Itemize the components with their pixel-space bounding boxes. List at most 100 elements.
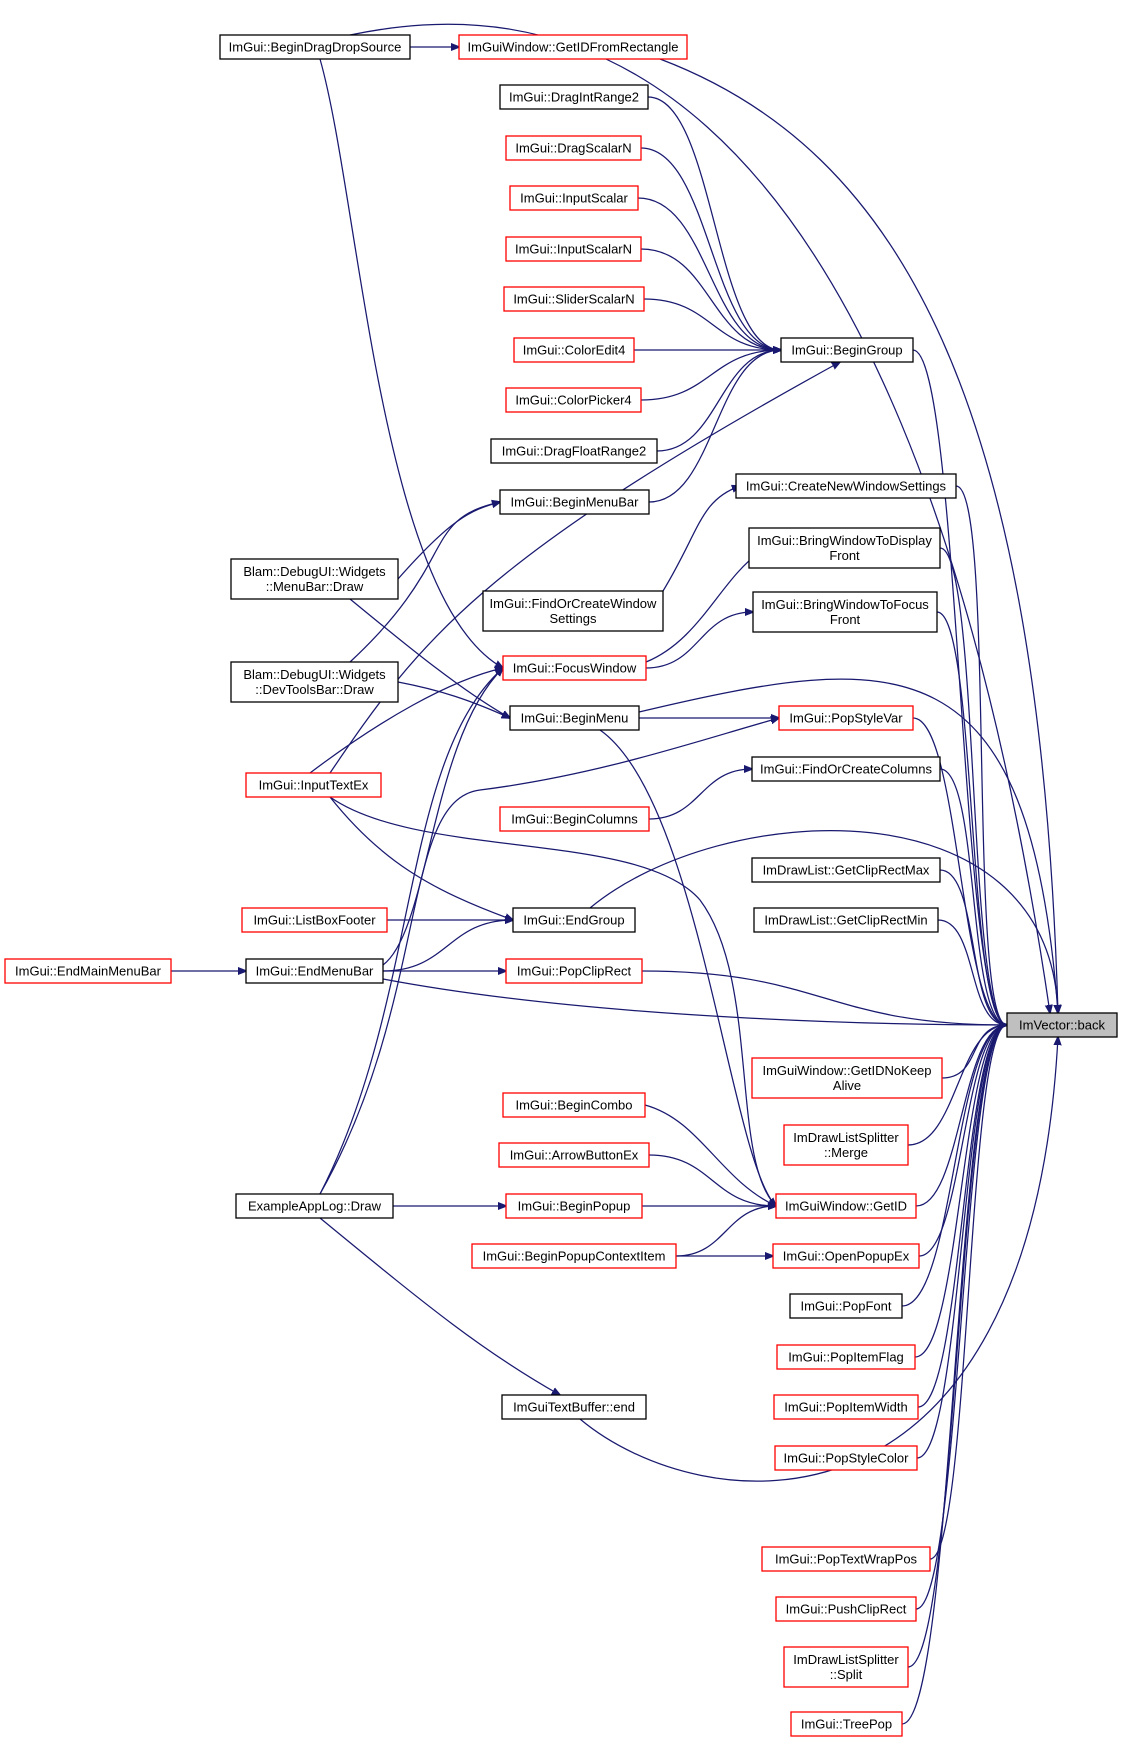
node-box: [509, 705, 640, 731]
node-pif[interactable]: ImGui::PopItemFlag: [776, 1344, 916, 1370]
node-lbf[interactable]: ImGui::ListBoxFooter: [241, 907, 388, 933]
node-bgroup[interactable]: ImGui::BeginGroup: [780, 337, 914, 363]
node-gidfr[interactable]: ImGuiWindow::GetIDFromRectangle: [458, 34, 688, 60]
node-bmb[interactable]: ImGui::BeginMenuBar: [499, 489, 650, 515]
node-label: ImGui::PopClipRect: [517, 964, 632, 979]
node-dtbd[interactable]: Blam::DebugUI::Widgets::DevToolsBar::Dra…: [230, 661, 399, 703]
node-box: [499, 84, 649, 110]
node-label: Front: [829, 548, 860, 563]
node-box: [774, 1445, 918, 1471]
node-label: ImGui::BeginPopupContextItem: [483, 1249, 666, 1264]
edge-bpci-to-wgid: [675, 1206, 776, 1257]
node-piw[interactable]: ImGui::PopItemWidth: [773, 1394, 919, 1420]
node-box: [753, 907, 939, 933]
node-label: ::DevToolsBar::Draw: [255, 682, 374, 697]
node-tbend[interactable]: ImGuiTextBuffer::end: [501, 1394, 647, 1420]
node-emmb[interactable]: ImGui::EndMainMenuBar: [4, 958, 172, 984]
node-cp4[interactable]: ImGui::ColorPicker4: [505, 387, 642, 413]
node-cnws[interactable]: ImGui::CreateNewWindowSettings: [735, 473, 957, 499]
node-label: Blam::DebugUI::Widgets: [243, 667, 386, 682]
node-box: [751, 756, 941, 782]
node-dlss[interactable]: ImDrawListSplitter::Split: [783, 1646, 909, 1688]
node-bmenu[interactable]: ImGui::BeginMenu: [509, 705, 640, 731]
node-label: ImGui::InputScalar: [520, 191, 628, 206]
node-label: ImGui::BeginMenu: [521, 711, 629, 726]
node-label: ::Split: [830, 1667, 863, 1682]
edge-egroup-to-target: [589, 829, 1058, 1013]
node-bcombo[interactable]: ImGui::BeginCombo: [502, 1092, 646, 1118]
node-label: ImGui::ColorPicker4: [515, 393, 631, 408]
node-ce4[interactable]: ImGui::ColorEdit4: [513, 337, 635, 363]
node-gcrmax[interactable]: ImDrawList::GetClipRectMax: [751, 857, 941, 883]
node-box: [502, 655, 647, 681]
node-box: [482, 590, 664, 632]
node-label: ImGui::EndMainMenuBar: [15, 964, 162, 979]
node-label: ImDrawListSplitter: [793, 1652, 899, 1667]
node-label: ImGui::PushClipRect: [786, 1602, 907, 1617]
node-box: [776, 1344, 916, 1370]
node-label: ::MenuBar::Draw: [266, 579, 364, 594]
node-label: ::Merge: [824, 1145, 868, 1160]
edge-gcrmin-to-target: [937, 919, 1007, 1025]
node-isn[interactable]: ImGui::InputScalarN: [505, 236, 642, 262]
node-psv[interactable]: ImGui::PopStyleVar: [778, 705, 914, 731]
node-box: [235, 1193, 394, 1219]
node-label: ImGui::FindOrCreateWindow: [490, 596, 657, 611]
node-box: [773, 1394, 919, 1420]
node-gcrmin[interactable]: ImDrawList::GetClipRectMin: [753, 907, 939, 933]
node-label: ImGui::BringWindowToDisplay: [757, 533, 932, 548]
node-bdds[interactable]: ImGui::BeginDragDropSource: [219, 34, 411, 60]
node-box: [505, 236, 642, 262]
node-dlsm[interactable]: ImDrawListSplitter::Merge: [783, 1124, 909, 1166]
edge-bmenu-to-target: [638, 678, 1058, 1013]
node-egroup[interactable]: ImGui::EndGroup: [512, 907, 636, 933]
node-bpopup[interactable]: ImGui::BeginPopup: [505, 1193, 643, 1219]
node-label: ImDrawList::GetClipRectMax: [763, 863, 930, 878]
edge-pushcr-to-target: [915, 1025, 1007, 1610]
node-abex[interactable]: ImGui::ArrowButtonEx: [498, 1142, 650, 1168]
node-psc[interactable]: ImGui::PopStyleColor: [774, 1445, 918, 1471]
node-label: ImGui::TreePop: [801, 1717, 892, 1732]
node-mbd[interactable]: Blam::DebugUI::Widgets::MenuBar::Draw: [230, 558, 399, 600]
node-label: ImGui::BringWindowToFocus: [761, 597, 929, 612]
edge-gidfr-to-target: [659, 58, 1058, 1013]
node-eald[interactable]: ExampleAppLog::Draw: [235, 1193, 394, 1219]
node-fw[interactable]: ImGui::FocusWindow: [502, 655, 647, 681]
node-opex[interactable]: ImGui::OpenPopupEx: [772, 1243, 920, 1269]
node-box: [751, 1057, 943, 1099]
node-box: [790, 1711, 903, 1737]
node-bpci[interactable]: ImGui::BeginPopupContextItem: [471, 1243, 677, 1269]
node-focc[interactable]: ImGui::FindOrCreateColumns: [751, 756, 941, 782]
node-label: ImGui::BeginGroup: [791, 343, 902, 358]
node-ite[interactable]: ImGui::InputTextEx: [245, 772, 382, 798]
node-pushcr[interactable]: ImGui::PushClipRect: [775, 1596, 917, 1622]
node-box: [789, 1293, 903, 1319]
node-label: ImGui::BeginCombo: [515, 1098, 632, 1113]
node-dsn[interactable]: ImGui::DragScalarN: [505, 135, 642, 161]
node-box: [498, 1142, 650, 1168]
node-box: [783, 1124, 909, 1166]
node-label: ImGui::PopStyleVar: [789, 711, 903, 726]
node-pcr[interactable]: ImGui::PopClipRect: [505, 958, 643, 984]
node-box: [230, 661, 399, 703]
node-treepop[interactable]: ImGui::TreePop: [790, 1711, 903, 1737]
node-ptwp[interactable]: ImGui::PopTextWrapPos: [761, 1546, 931, 1572]
node-wgid[interactable]: ImGuiWindow::GetID: [775, 1193, 917, 1219]
node-dfr2[interactable]: ImGui::DragFloatRange2: [490, 438, 658, 464]
edge-bdds-to-fw: [319, 58, 503, 668]
node-emb[interactable]: ImGui::EndMenuBar: [245, 958, 384, 984]
node-ssn[interactable]: ImGui::SliderScalarN: [503, 286, 645, 312]
node-dir2[interactable]: ImGui::DragIntRange2: [499, 84, 649, 110]
node-label: ImGuiWindow::GetID: [785, 1199, 907, 1214]
node-label: ImGui::BeginDragDropSource: [229, 40, 402, 55]
node-box: [735, 473, 957, 499]
node-is[interactable]: ImGui::InputScalar: [509, 185, 639, 211]
node-pfont[interactable]: ImGui::PopFont: [789, 1293, 903, 1319]
node-box: [503, 286, 645, 312]
node-bcol[interactable]: ImGui::BeginColumns: [499, 806, 650, 832]
